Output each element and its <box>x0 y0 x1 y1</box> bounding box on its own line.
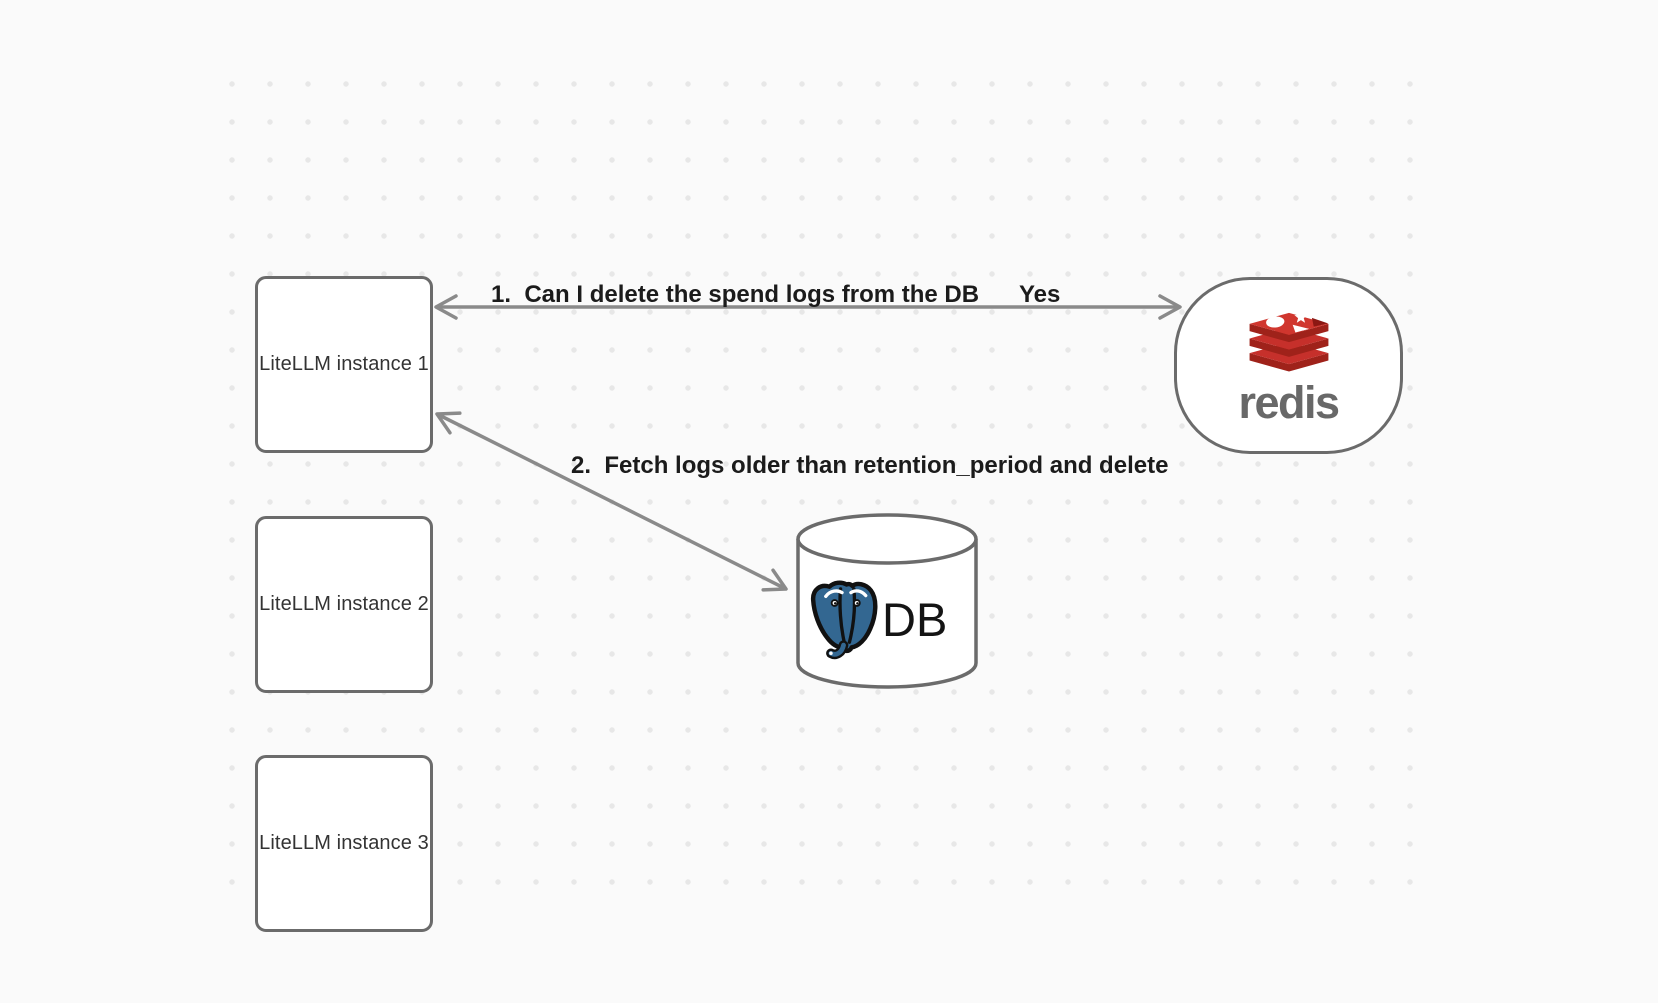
redis-node[interactable]: redis <box>1174 277 1403 454</box>
litellm-instance-2-node[interactable]: LiteLLM instance 2 <box>255 516 433 693</box>
redis-wordmark: redis <box>1238 376 1340 428</box>
redis-logo-icon <box>1249 310 1328 371</box>
edge1-label: 1. Can I delete the spend logs from the … <box>491 281 980 308</box>
edge2-label: 2. Fetch logs older than retention_perio… <box>571 452 1169 479</box>
litellm-instance-3-label: LiteLLM instance 3 <box>259 832 429 854</box>
litellm-instance-2-label: LiteLLM instance 2 <box>259 593 429 615</box>
edge1-response-label: Yes <box>1019 281 1061 308</box>
litellm-instance-1-label: LiteLLM instance 1 <box>259 353 429 375</box>
litellm-instance-1-node[interactable]: LiteLLM instance 1 <box>255 276 433 453</box>
db-label: DB <box>882 593 948 646</box>
litellm-instance-3-node[interactable]: LiteLLM instance 3 <box>255 755 433 932</box>
db-node[interactable]: DB <box>794 512 980 692</box>
postgres-logo-icon <box>810 580 878 660</box>
